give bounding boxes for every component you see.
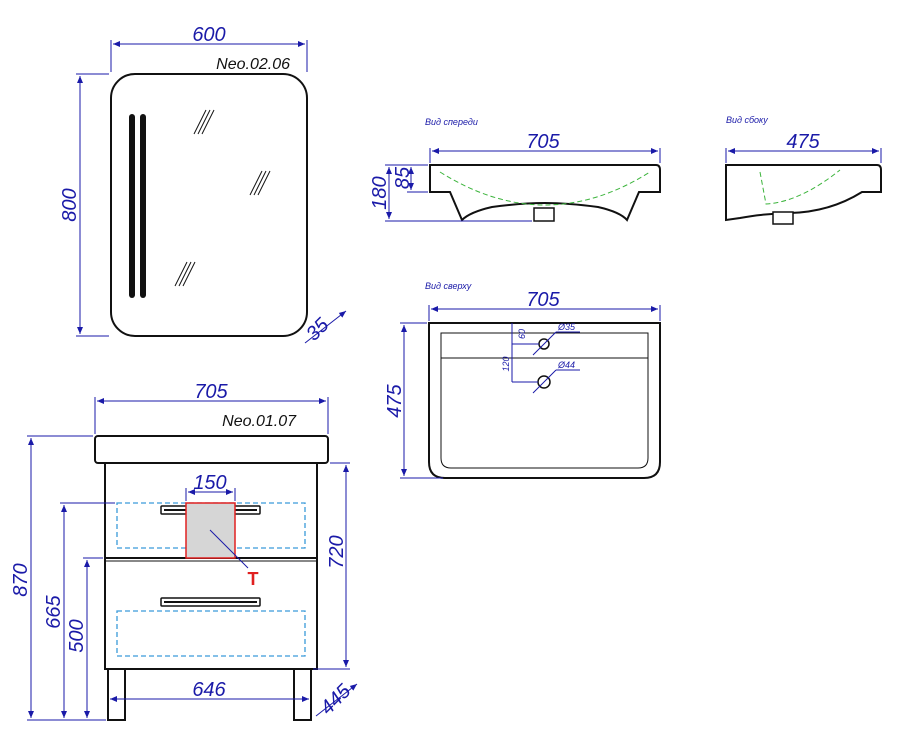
lower-drawer-outline	[116, 610, 306, 657]
mirror-view: 600 Neo.02.06 800 35	[59, 24, 347, 345]
mirror-model-label: Neo.02.06	[216, 56, 290, 73]
sink-front-view: Вид спереди 705 180 85	[369, 117, 661, 222]
sink-front-outline	[429, 164, 661, 222]
sink-side-drain	[772, 211, 794, 225]
sink-front-bowl-hidden	[439, 171, 651, 206]
faucet-hole-dim: Ø35	[557, 322, 576, 332]
top-view-label: Вид сверху	[425, 281, 472, 291]
front-height-85-dim: 85	[392, 166, 414, 189]
height-500-dim: 500	[66, 619, 88, 652]
cabinet-view: T 150 705 Neo.01.07 870 665 500 720 646	[10, 381, 358, 721]
sink-side-outline	[725, 164, 882, 222]
cabinet-countertop	[94, 435, 329, 464]
cabinet-leg-left	[107, 668, 126, 721]
front-width-dim: 705	[526, 131, 560, 153]
mirror-glare-marks	[174, 109, 271, 287]
front-height-180-dim: 180	[369, 176, 391, 209]
height-720-dim: 720	[326, 535, 348, 568]
drain-hole-dim: Ø44	[557, 360, 575, 370]
mirror-height-dim: 800	[59, 188, 81, 221]
mirror-light-strip-right	[140, 114, 146, 298]
sink-side-view: Вид сбоку 475	[725, 115, 882, 225]
dim-60: 60	[517, 329, 527, 339]
mirror-width-dim: 600	[192, 24, 225, 46]
marker-label: T	[248, 569, 259, 589]
side-view-label: Вид сбоку	[726, 115, 768, 125]
side-depth-dim: 475	[786, 131, 820, 153]
section-width-dim: 150	[193, 472, 226, 494]
cabinet-top-width-dim: 705	[194, 381, 228, 403]
base-width-dim: 646	[192, 679, 226, 701]
sink-top-bowl	[440, 357, 649, 469]
sink-front-drain	[533, 207, 555, 222]
total-height-dim: 870	[10, 563, 32, 596]
upper-drawer-outline	[116, 502, 306, 549]
cabinet-depth-dim: 445	[316, 680, 356, 720]
mirror-outline	[110, 73, 308, 337]
height-665-dim: 665	[43, 594, 65, 628]
cabinet-body	[104, 462, 318, 670]
sink-top-view: Вид сверху Ø35 Ø44 60 120 705 475	[384, 281, 661, 479]
top-width-dim: 705	[526, 289, 560, 311]
cabinet-model-label: Neo.01.07	[222, 413, 297, 430]
sink-side-bowl-hidden	[759, 169, 841, 205]
top-depth-dim: 475	[384, 383, 406, 417]
sink-top-outline	[428, 322, 661, 479]
front-view-label: Вид спереди	[425, 117, 478, 127]
dim-120: 120	[501, 356, 511, 371]
mirror-light-strip-left	[129, 114, 135, 298]
cabinet-leg-right	[293, 668, 312, 721]
